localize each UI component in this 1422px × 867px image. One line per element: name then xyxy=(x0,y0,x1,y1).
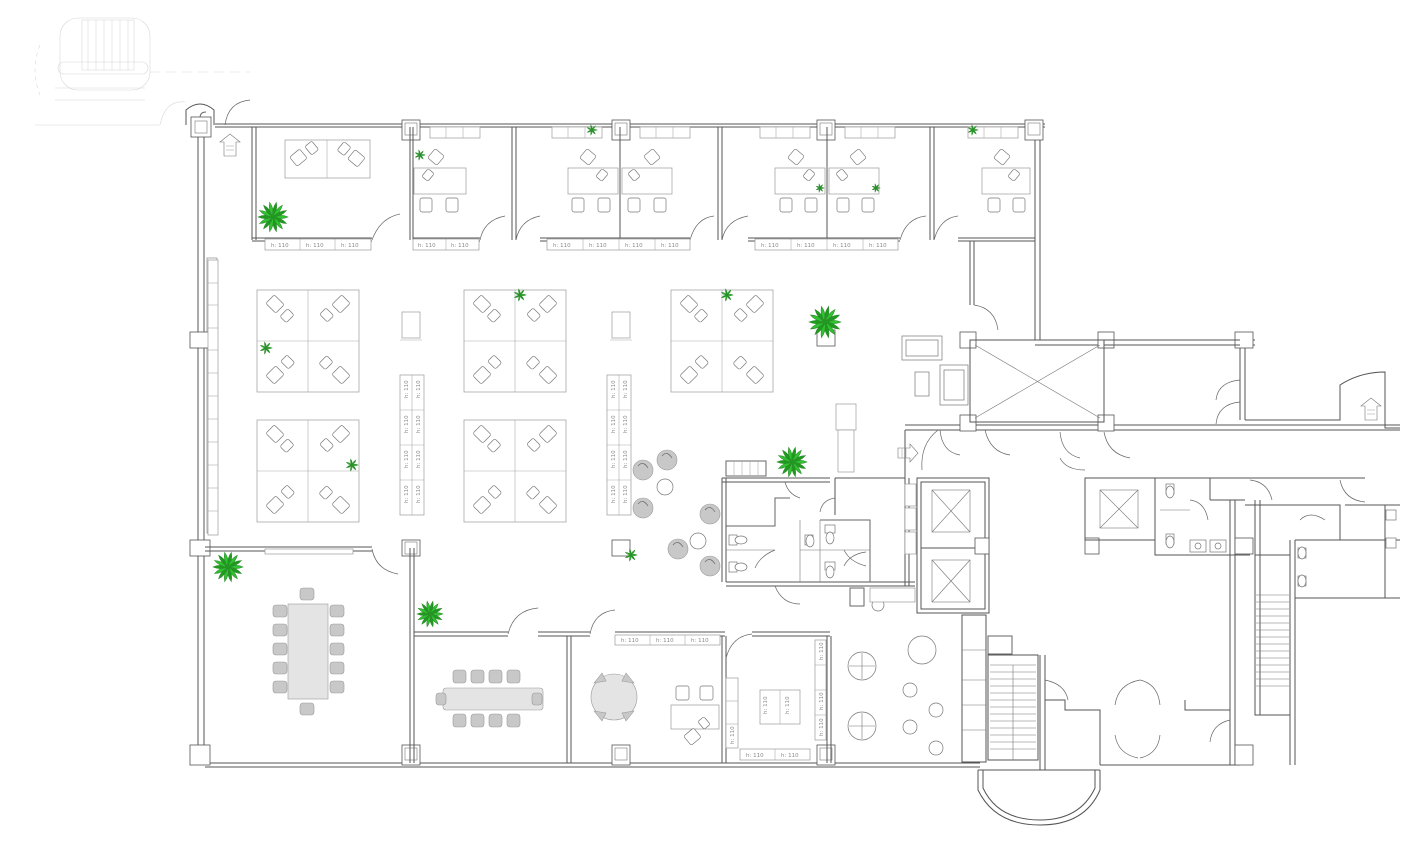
cabinet-label: h: 110 xyxy=(661,243,679,249)
plant-icon xyxy=(513,288,527,302)
cabinet-label: h: 110 xyxy=(691,638,709,644)
right-core xyxy=(1084,477,1400,716)
plant-icon xyxy=(776,446,808,478)
arrow-up-icon xyxy=(1360,397,1382,421)
workstation-cluster-5 xyxy=(463,419,567,523)
cabinet-label: h: 110 xyxy=(416,380,422,398)
cabinet-label: h: 110 xyxy=(785,696,791,714)
lounge-stools xyxy=(632,449,721,577)
cabinet-labels-bottom: h: 110 h: 110 h: 110 xyxy=(621,638,709,644)
cabinet-labels-vertical: h: 110 h: 110 h: 110 h: 110 h: 110 h: 11… xyxy=(404,380,629,503)
top-office-partitions xyxy=(251,127,1035,331)
printer-stands xyxy=(400,311,632,341)
copy-room xyxy=(725,631,832,763)
cabinet-label: h: 110 xyxy=(416,450,422,468)
workstation-cluster-4 xyxy=(256,419,360,523)
plant-icon xyxy=(808,305,842,339)
cabinet-label: h: 110 xyxy=(621,638,639,644)
cabinet-label: h: 110 xyxy=(271,243,289,249)
cabinet-label: h: 110 xyxy=(416,485,422,503)
elevator-icon xyxy=(904,477,990,614)
cabinet-label: h: 110 xyxy=(611,415,617,433)
cabinet-label: h: 110 xyxy=(623,415,629,433)
vertical-cabinet-rows xyxy=(399,374,632,516)
cabinet-label: h: 110 xyxy=(451,243,469,249)
workstation-cluster-2 xyxy=(463,289,567,393)
cabinet-label: h: 110 xyxy=(611,485,617,503)
left-wall-cabinets xyxy=(207,259,219,536)
cabinet-labels-top: h: 110 h: 110 h: 110 h: 110 h: 110 h: 11… xyxy=(271,243,887,249)
sink-icon xyxy=(1189,539,1227,553)
cabinet-label: h: 110 xyxy=(819,718,825,736)
cabinet-label: h: 110 xyxy=(869,243,887,249)
cabinet-labels-copy: h: 110 h: 110 h: 110 h: 110 h: 110 h: 11… xyxy=(730,642,825,759)
workstation-cluster-3 xyxy=(670,289,774,393)
atrium xyxy=(904,339,1241,478)
plant-icon xyxy=(871,183,881,193)
toilet-icon xyxy=(1165,483,1397,588)
cabinet-label: h: 110 xyxy=(623,485,629,503)
plant-icon xyxy=(345,458,359,472)
cabinet-label: h: 110 xyxy=(623,380,629,398)
meeting-room-2 xyxy=(409,548,616,763)
plant-icon xyxy=(416,600,444,628)
cabinet-label: h: 110 xyxy=(819,692,825,710)
cabinet-label: h: 110 xyxy=(623,450,629,468)
cabinet-label: h: 110 xyxy=(625,243,643,249)
cabinet-label: h: 110 xyxy=(797,243,815,249)
plant-icon xyxy=(967,124,979,136)
plant-icon xyxy=(212,551,244,583)
cabinet-label: h: 110 xyxy=(746,753,764,759)
top-cabinet-rows xyxy=(264,238,899,251)
manager-office xyxy=(590,631,753,763)
plant-icon xyxy=(815,183,825,193)
arrow-right-icon xyxy=(897,443,919,463)
cabinet-label: h: 110 xyxy=(553,243,571,249)
cabinet-label: h: 110 xyxy=(763,696,769,714)
cabinet-label: h: 110 xyxy=(306,243,324,249)
cafe-area xyxy=(847,635,944,756)
cabinet-label: h: 110 xyxy=(404,380,410,398)
plant-icon xyxy=(586,124,598,136)
columns xyxy=(189,116,1254,766)
staircase-icon xyxy=(961,614,1231,826)
cabinet-label: h: 110 xyxy=(416,415,422,433)
boardroom xyxy=(205,546,399,716)
cabinet-label: h: 110 xyxy=(404,450,410,468)
cabinet-label: h: 110 xyxy=(833,243,851,249)
plant-icon xyxy=(720,288,734,302)
cabinet-label: h: 110 xyxy=(761,243,779,249)
arrow-up-icon xyxy=(219,133,241,157)
workstation-cluster-1 xyxy=(256,289,360,393)
cabinet-label: h: 110 xyxy=(418,243,436,249)
top-storage-cabinets xyxy=(429,126,1019,139)
cabinet-label: h: 110 xyxy=(781,753,799,759)
cabinet-label: h: 110 xyxy=(404,415,410,433)
cabinet-label: h: 110 xyxy=(656,638,674,644)
top-office-furniture xyxy=(284,139,1031,213)
cabinet-label: h: 110 xyxy=(819,642,825,660)
cabinet-label: h: 110 xyxy=(611,450,617,468)
toilet-icon xyxy=(728,524,836,579)
cabinet-label: h: 110 xyxy=(611,380,617,398)
plants xyxy=(212,124,979,628)
cabinet-label: h: 110 xyxy=(589,243,607,249)
plant-icon xyxy=(257,201,289,233)
plant-icon xyxy=(259,341,273,355)
outer-walls xyxy=(185,99,1400,770)
plant-icon xyxy=(414,149,426,161)
lounge-sofa xyxy=(901,335,969,406)
plant-icon xyxy=(624,548,638,562)
cabinet-label: h: 110 xyxy=(730,726,736,744)
core-walls xyxy=(721,403,916,612)
cabinet-label: h: 110 xyxy=(341,243,359,249)
cabinet-label: h: 110 xyxy=(404,485,410,503)
faded-staircase-icon xyxy=(34,17,250,126)
